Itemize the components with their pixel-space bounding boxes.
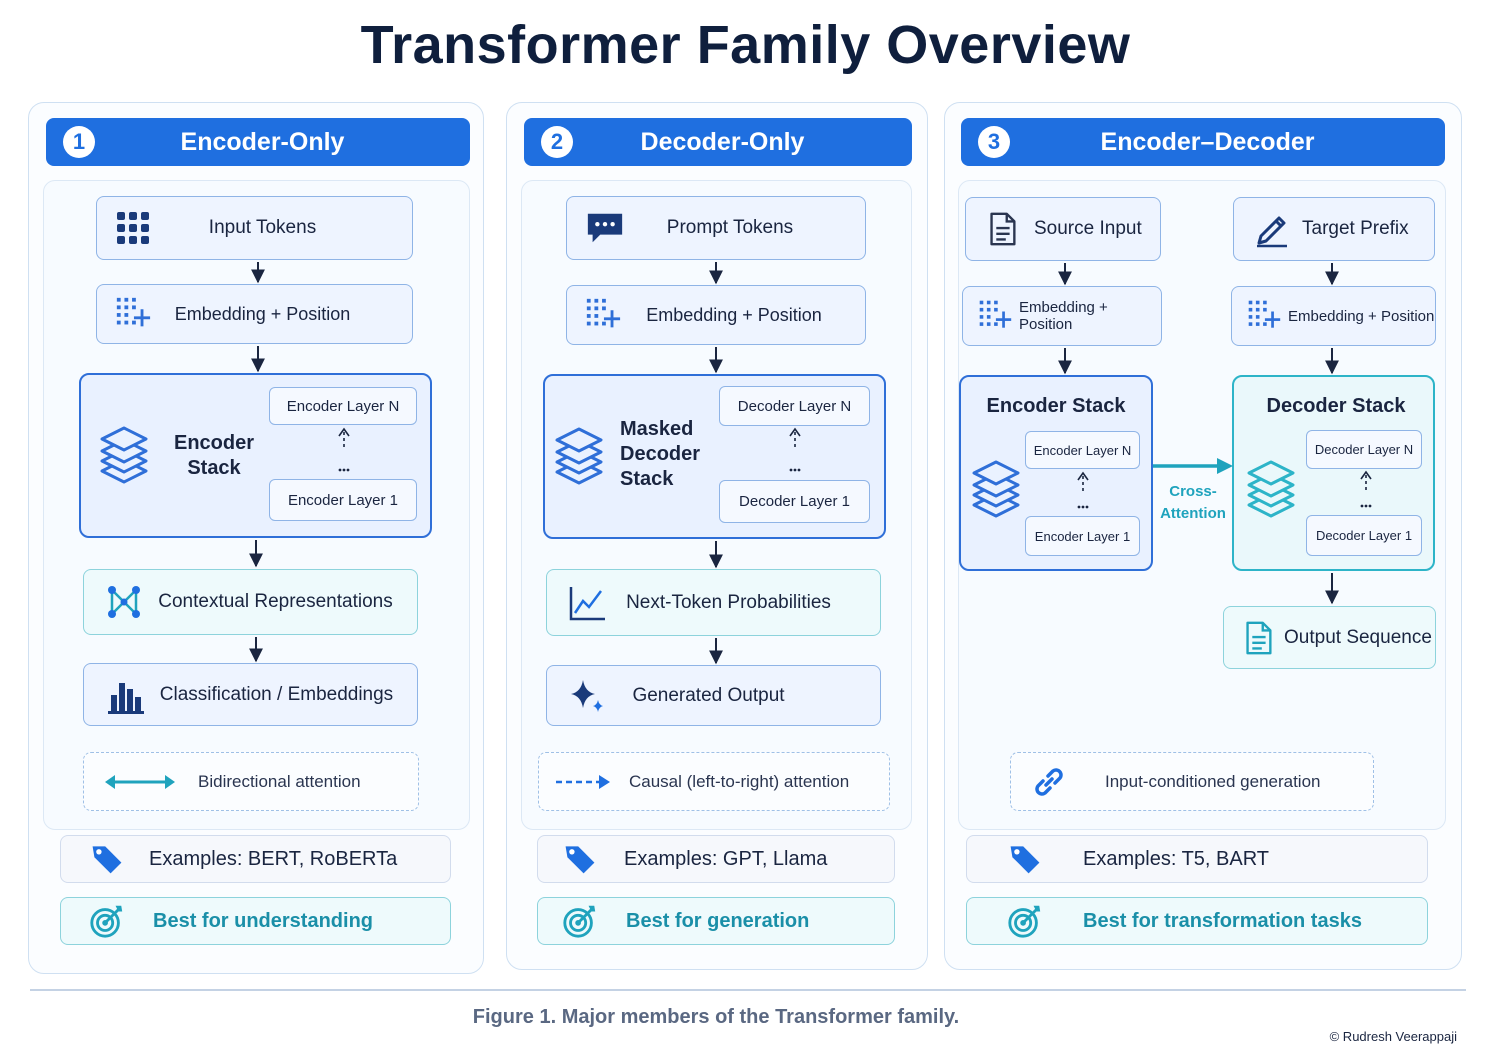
layers-icon [1246,453,1296,519]
encoder-layer-n: Encoder Layer N [269,387,417,425]
generated-output-label: Generated Output [632,684,785,706]
caption-divider [30,989,1466,991]
section-number-badge: 3 [978,126,1010,158]
chat-bubble-icon [585,208,625,248]
bar-chart-icon [106,675,146,715]
attention-label: Bidirectional attention [198,771,361,791]
target-prefix-box: Target Prefix [1233,197,1435,261]
contextual-representations-box: Contextual Representations [83,569,418,635]
cross-attention-arrow [1153,458,1233,474]
input-tokens-label: Input Tokens [208,217,317,238]
layer-ellipsis-arrow [789,427,801,472]
encoder-stack-title: Encoder Stack [173,432,255,479]
decoder-layer-1: Decoder Layer 1 [719,480,870,523]
decoder-layer-n: Decoder Layer N [719,386,870,426]
best-for-box: Best for transformation tasks [966,897,1428,945]
pencil-icon [1252,209,1292,249]
header-label: Encoder–Decoder [1100,127,1315,156]
decoder-layer-n: Decoder Layer N [1306,430,1422,469]
examples-box: Examples: BERT, RoBERTa [60,835,451,883]
examples-label: Examples: GPT, Llama [624,847,828,870]
embedding-position-right-box: Embedding + Position [1231,286,1436,346]
header-label: Encoder-Only [180,127,345,156]
encoder-only-header: 1 Encoder-Only [46,118,470,166]
encoder-decoder-header: 3 Encoder–Decoder [961,118,1445,166]
prompt-tokens-box: Prompt Tokens [566,196,866,260]
dashed-arrow-icon [553,762,613,802]
embedding-label: Embedding + Position [646,304,822,325]
probabilities-label: Next-Token Probabilities [626,591,831,613]
encoder-layer-n: Encoder Layer N [1025,431,1140,469]
figure-caption: Figure 1. Major members of the Transform… [472,1006,960,1028]
best-for-label: Best for generation [626,909,810,932]
target-prefix-label: Target Prefix [1302,218,1409,239]
document-icon [1238,618,1278,658]
embedding-position-left-box: Embedding + Position [962,286,1162,346]
best-for-label: Best for understanding [153,909,374,932]
copyright-text: © Rudresh Veerappaji [1329,1029,1457,1044]
best-for-box: Best for generation [537,897,895,945]
sparkle-icon [567,676,607,716]
attention-label: Causal (left-to-right) attention [629,771,850,791]
section-number-badge: 1 [63,126,95,158]
embedding-label: Embedding + Position [1019,299,1108,333]
layer-ellipsis-arrow [1360,470,1372,508]
layer-ellipsis-arrow [338,427,350,472]
prompt-tokens-label: Prompt Tokens [666,217,794,238]
output-sequence-label: Output Sequence [1284,626,1432,648]
attention-label: Input-conditioned generation [1105,771,1321,791]
network-icon [104,582,144,622]
embedding-position-box: Embedding + Position [566,285,866,345]
input-conditioned-note: Input-conditioned generation [1010,752,1374,811]
masked-decoder-stack-title: Masked Decoder Stack [620,418,701,490]
encoder-layer-1: Encoder Layer 1 [1025,516,1140,556]
decoder-only-header: 2 Decoder-Only [524,118,912,166]
examples-box: Examples: GPT, Llama [537,835,895,883]
examples-label: Examples: BERT, RoBERTa [149,847,398,870]
best-for-label: Best for transformation tasks [1083,909,1362,932]
input-tokens-box: Input Tokens [96,196,413,260]
examples-box: Examples: T5, BART [966,835,1428,883]
examples-label: Examples: T5, BART [1083,847,1269,870]
line-chart-icon [567,583,607,623]
embedding-label: Embedding + Position [1288,307,1435,325]
decoder-stack-title: Decoder Stack [1266,395,1406,417]
header-label: Decoder-Only [640,127,805,156]
embedding-position-box: Embedding + Position [96,284,413,344]
section-number-badge: 2 [541,126,573,158]
classification-embeddings-box: Classification / Embeddings [83,663,418,726]
encoder-stack-title: Encoder Stack [986,395,1126,417]
cross-attention-label: Cross-Attention [1160,483,1226,522]
contextual-label: Contextual Representations [158,591,393,612]
causal-attention-note: Causal (left-to-right) attention [538,752,890,811]
bidirectional-attention-note: Bidirectional attention [83,752,419,811]
layer-ellipsis-arrow [1077,471,1089,509]
classification-label: Classification / Embeddings [159,683,394,705]
best-for-box: Best for understanding [60,897,451,945]
page-title: Transformer Family Overview [360,15,1131,75]
bidirectional-arrow-icon [102,762,178,802]
encoder-layer-1: Encoder Layer 1 [269,479,417,521]
next-token-probabilities-box: Next-Token Probabilities [546,569,881,636]
source-input-label: Source Input [1034,218,1142,239]
generated-output-box: Generated Output [546,665,881,726]
link-icon [1029,762,1069,802]
decoder-layer-1: Decoder Layer 1 [1306,515,1422,556]
output-sequence-box: Output Sequence [1223,606,1436,669]
source-input-box: Source Input [965,197,1161,261]
grid-icon [113,208,153,248]
embedding-label: Embedding + Position [174,303,351,324]
